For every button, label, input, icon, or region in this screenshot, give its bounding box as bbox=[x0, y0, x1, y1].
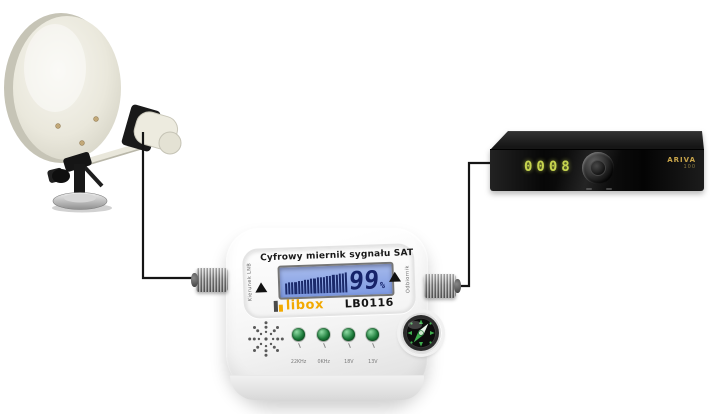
libox-logo-icon bbox=[273, 300, 279, 312]
mount-knob bbox=[52, 169, 70, 183]
lcd-number: 99 bbox=[347, 264, 381, 295]
receiver-brand-badge: ARIVA 100 bbox=[667, 156, 696, 170]
lcd-signal-value: 99 % bbox=[347, 264, 386, 295]
up-arrow-icon-left bbox=[255, 282, 268, 293]
cable-dish-to-meter bbox=[141, 132, 198, 280]
meter-model-text: LB0116 bbox=[344, 295, 394, 310]
dish-face bbox=[13, 16, 121, 160]
meter-face-panel: Cyfrowy miernik sygnału SAT 99 % Kierune… bbox=[241, 243, 417, 319]
receiver-button-right bbox=[606, 188, 612, 190]
led-0khz bbox=[317, 328, 330, 341]
suction-base-top bbox=[64, 193, 96, 203]
led-13v bbox=[366, 328, 379, 341]
compass-icon bbox=[401, 313, 441, 353]
meter-brand-row: libox LB0116 bbox=[273, 293, 408, 314]
mount-post bbox=[74, 164, 85, 202]
receiver-button-left bbox=[586, 188, 592, 190]
lcd-bars bbox=[285, 269, 348, 295]
meter-brand-text: libox bbox=[285, 296, 325, 314]
lnb-direction-label: Kierunek LNB bbox=[246, 262, 254, 302]
led-22khz bbox=[292, 328, 305, 341]
receiver-segment-display: 0008 bbox=[524, 159, 574, 175]
led-label-1: 22KHz bbox=[282, 342, 316, 368]
up-arrow-icon-right bbox=[388, 271, 402, 282]
led-label-2: 0KHz bbox=[307, 342, 341, 368]
dish-screws bbox=[55, 116, 99, 146]
sat-signal-meter: Cyfrowy miernik sygnału SAT 99 % Kierune… bbox=[191, 224, 461, 400]
f-connector-receiver bbox=[424, 274, 461, 298]
satellite-dish bbox=[4, 13, 182, 213]
receiver-model-text: 100 bbox=[683, 163, 696, 170]
meter-body-lip bbox=[230, 375, 424, 400]
led-label-3: 18V bbox=[332, 342, 366, 368]
receiver-front-panel: 0008 ARIVA 100 bbox=[490, 149, 704, 191]
receiver-knob bbox=[582, 152, 614, 184]
receiver-top-face bbox=[490, 131, 704, 150]
lnb-cap bbox=[158, 131, 182, 155]
satellite-receiver: 0008 ARIVA 100 bbox=[490, 131, 704, 195]
receiver-direction-label: Odbiornik bbox=[404, 265, 412, 294]
lcd-unit: % bbox=[379, 280, 386, 291]
f-connector-lnb bbox=[191, 268, 228, 292]
led-18v bbox=[342, 328, 355, 341]
dish-highlight bbox=[24, 24, 86, 112]
receiver-brand-text: ARIVA bbox=[667, 156, 696, 164]
led-label-4: 13V bbox=[356, 342, 390, 368]
libox-logo: libox bbox=[273, 296, 325, 314]
speaker-grille-icon bbox=[248, 321, 284, 357]
